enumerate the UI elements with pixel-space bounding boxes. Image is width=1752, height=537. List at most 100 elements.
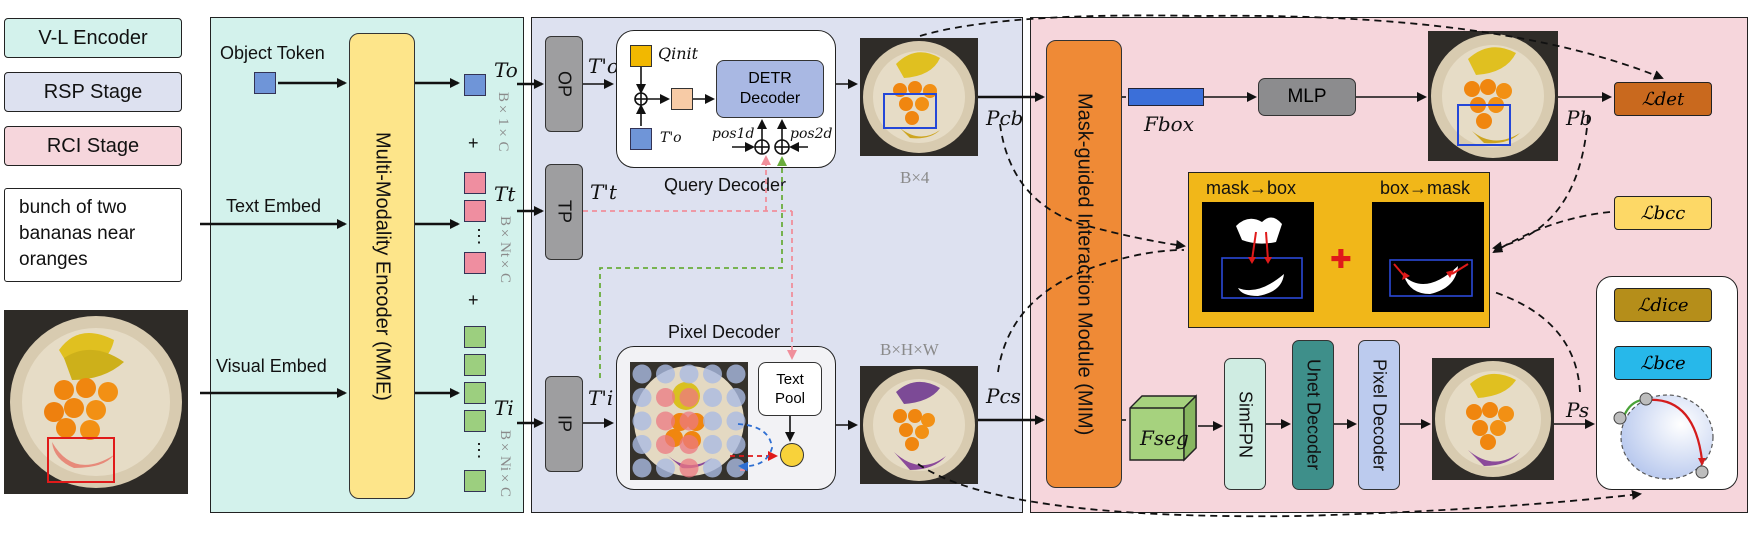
- query-text: bunch of two bananas near oranges: [19, 197, 136, 270]
- pixel-query-dot: [726, 411, 746, 431]
- dim-object: B×1×C: [495, 92, 511, 152]
- simfpn-label: SimFPN: [1235, 390, 1256, 458]
- loss-det-label: ℒdet: [1641, 88, 1685, 110]
- loss-bcc: ℒbcc: [1614, 196, 1712, 230]
- ti-prime-label: T'i: [588, 386, 614, 410]
- pixel-query-dot: [703, 411, 722, 431]
- visual-token-2: [464, 354, 486, 376]
- text-pool-label: Text Pool: [774, 371, 806, 407]
- mask-to-box-image: [1202, 202, 1314, 312]
- ip-label: IP: [554, 415, 575, 433]
- plus-2: +: [468, 290, 479, 310]
- loss-det: ℒdet: [1614, 82, 1712, 116]
- legend-rci-label: RCI Stage: [46, 134, 140, 157]
- pixel-query-dot: [656, 411, 675, 431]
- visual-token-1: [464, 326, 486, 348]
- pixel-query-dot: [703, 458, 722, 478]
- to-label: To: [494, 58, 518, 82]
- detr-decoder-block: DETR Decoder: [716, 60, 824, 118]
- mask-to-box-label: mask→box: [1206, 178, 1297, 198]
- mim-label: Mask-guided Interaction Module (MIM): [1073, 92, 1096, 436]
- text-token-1: [464, 172, 486, 194]
- op-label: OP: [554, 70, 575, 97]
- pixel-query-dot: [679, 411, 699, 431]
- to-prime-label: T'o: [588, 54, 619, 78]
- pixel-query-dot: [679, 388, 699, 407]
- ip-block: IP: [545, 376, 583, 472]
- pixel-decoder-title: Pixel Decoder: [668, 322, 781, 342]
- pixel-query-dot: [679, 435, 699, 454]
- q-init-label: Qinit: [658, 44, 699, 63]
- pixel-query-dot: [726, 435, 746, 454]
- pixel-query-dot: [632, 435, 652, 454]
- pixel-query-dot: [656, 364, 675, 384]
- loss-bce-label: ℒbce: [1640, 352, 1686, 374]
- tt-label: Tt: [494, 182, 516, 206]
- pixel-query-dot: [679, 364, 699, 384]
- refined-box-image: [1428, 31, 1558, 161]
- pixel-query-grid: [632, 364, 746, 478]
- pixel-query-dot: [726, 458, 746, 478]
- pixel-query-dot: [656, 435, 675, 454]
- pbc-label: Pcb: [986, 106, 1024, 130]
- legend-rsp-stage: RSP Stage: [4, 72, 182, 112]
- text-token-2: [464, 200, 486, 222]
- f-seg-label: Fseg: [1140, 426, 1189, 450]
- mim-block: Mask-guided Interaction Module (MIM): [1046, 40, 1122, 488]
- plus-1: +: [468, 133, 479, 153]
- simfpn-block: SimFPN: [1224, 358, 1266, 490]
- object-token-label: Object Token: [220, 43, 325, 63]
- q-init-token: [630, 45, 652, 67]
- to-prime-token: [630, 128, 652, 150]
- intermediate-query-token: [671, 88, 693, 110]
- box-prediction-image: [860, 38, 978, 156]
- text-token-dots: ⋮: [470, 226, 488, 246]
- pixel-query-dot: [726, 388, 746, 407]
- f-seg-cube: [1129, 394, 1197, 462]
- mlp-label: MLP: [1287, 86, 1327, 107]
- seg-consistency-sphere: [1613, 392, 1714, 480]
- rci-pixel-decoder-label: Pixel Decoder: [1369, 358, 1390, 472]
- visual-token-3: [464, 382, 486, 404]
- pos1d-label: pos1d: [712, 126, 755, 142]
- visual-token-dots: ⋮: [470, 440, 488, 460]
- visual-token-4: [464, 410, 486, 432]
- query-text-box: bunch of two bananas near oranges: [4, 188, 182, 282]
- dim-mask: B×H×W: [880, 340, 939, 359]
- legend-vl-label: V-L Encoder: [38, 26, 148, 49]
- text-embed-label: Text Embed: [226, 196, 322, 216]
- pb-label: Pb: [1566, 106, 1593, 130]
- mask-prediction-image: [860, 366, 978, 484]
- psc-label: Pcs: [986, 384, 1021, 408]
- dim-visual: B×Ni×C: [497, 430, 513, 498]
- loss-dice-label: ℒdice: [1637, 294, 1689, 316]
- pixel-query-dot: [679, 458, 699, 478]
- text-pool-block: Text Pool: [758, 362, 822, 416]
- dim-text: B×Nt×C: [497, 216, 513, 284]
- pixel-query-dot: [632, 458, 652, 478]
- visual-token-5: [464, 470, 486, 492]
- ti-label: Ti: [494, 396, 514, 420]
- dim-box: B×4: [900, 168, 930, 187]
- tt-prime-label: T't: [590, 180, 617, 204]
- input-image: [4, 310, 188, 494]
- pixel-query-dot: [726, 364, 746, 384]
- pos2d-label: pos2d: [790, 126, 833, 142]
- unet-decoder-block: Unet Decoder: [1292, 340, 1334, 490]
- f-box-label: Fbox: [1144, 112, 1194, 136]
- detr-decoder-label: DETR Decoder: [739, 70, 801, 107]
- unet-decoder-label: Unet Decoder: [1303, 359, 1324, 471]
- legend-vl-encoder: V-L Encoder: [4, 18, 182, 58]
- refined-mask-image: [1432, 358, 1554, 480]
- tp-label: TP: [554, 200, 575, 224]
- object-token-input: [254, 72, 276, 94]
- legend-rci-stage: RCI Stage: [4, 126, 182, 166]
- f-box-block: [1128, 88, 1204, 106]
- visual-embed-label: Visual Embed: [216, 356, 327, 376]
- pixel-query-dot: [632, 364, 652, 384]
- box-to-mask-label: box→mask: [1380, 178, 1471, 198]
- object-token: [464, 74, 486, 96]
- mlp-block: MLP: [1258, 78, 1356, 116]
- pixel-query-dot: [632, 388, 652, 407]
- text-token-3: [464, 252, 486, 274]
